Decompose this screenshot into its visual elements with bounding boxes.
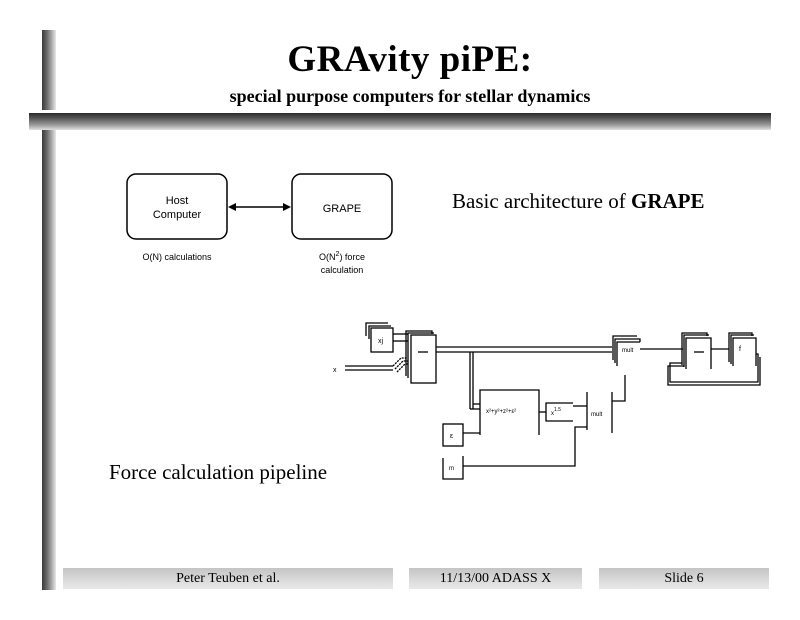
- outer-mult-label: mult: [622, 348, 634, 354]
- grape-complexity-note: O(N2) force: [319, 251, 365, 262]
- power-base: x: [551, 411, 554, 417]
- epsilon-register: [442, 423, 464, 447]
- outer-mult-shadow: [612, 335, 637, 360]
- architecture-diagram: Host Computer GRAPE O(N) calculations O(…: [126, 173, 393, 275]
- pipeline-caption: Force calculation pipeline: [109, 460, 328, 484]
- square-sum-label: x²+y²+z²+ε²: [486, 409, 516, 415]
- footer-slide-number: Slide 6: [599, 568, 769, 589]
- feedback-loop-1: [669, 353, 759, 383]
- decorative-vertical-bar-bottom: [42, 128, 56, 590]
- slide-subtitle: special purpose computers for stellar dy…: [229, 86, 591, 106]
- grape-note-prefix: O(N: [319, 252, 336, 262]
- arrowhead-left-icon: [228, 203, 236, 211]
- xj-register-label: xj: [378, 338, 384, 345]
- grape-note-sup: 2: [336, 251, 340, 258]
- grape-box-label: GRAPE: [323, 203, 362, 215]
- decorative-horizontal-bar: [29, 113, 771, 130]
- pipeline-diagram: xj x x²+y²+z²+ε² ε x1.5: [333, 322, 761, 480]
- inner-mult-label: mult: [591, 412, 603, 418]
- f-register-shadow2: [730, 334, 754, 364]
- mass-register-label: m: [449, 466, 454, 472]
- host-box-line2: Computer: [153, 209, 202, 221]
- outer-mult-shadow2: [614, 338, 641, 363]
- architecture-caption-text: Basic architecture of: [452, 189, 631, 213]
- slide-title: GRAvity piPE:: [287, 39, 533, 80]
- mass-register: [442, 456, 464, 480]
- xj-register: [370, 327, 394, 353]
- subtractor-box: [410, 334, 437, 384]
- acc-adder-shadow2: [683, 334, 709, 367]
- feedback-loop-2: [667, 357, 761, 386]
- f-register-box: [732, 337, 757, 366]
- footer-date-event: 11/13/00 ADASS X: [409, 568, 582, 589]
- architecture-caption-bold: GRAPE: [631, 189, 705, 213]
- wire-xi-fanout: [392, 357, 408, 373]
- power-exponent: 1.5: [554, 407, 561, 413]
- xj-register-shadow2: [368, 325, 391, 339]
- outer-mult-box: [616, 341, 640, 366]
- power-label: x1.5: [551, 407, 561, 417]
- wire-inner-outer: [612, 375, 626, 402]
- subtractor-shadow2: [407, 332, 434, 378]
- arrowhead-right-icon: [283, 203, 291, 211]
- grape-complexity-note-line2: calculation: [321, 265, 364, 275]
- host-box-line1: Host: [166, 195, 189, 207]
- subtractor-shadow: [405, 330, 433, 376]
- wire-mass-mult: [463, 426, 587, 467]
- acc-adder-box: [685, 337, 712, 369]
- epsilon-register-label: ε: [450, 433, 453, 440]
- f-register-label: f: [739, 346, 741, 353]
- grape-box: [291, 173, 393, 240]
- architecture-caption: Basic architecture of GRAPE: [452, 189, 705, 214]
- footer-author: Peter Teuben et al.: [63, 568, 393, 589]
- host-complexity-note: O(N) calculations: [142, 252, 212, 262]
- power-box: [545, 402, 573, 422]
- xj-register-shadow: [365, 322, 388, 336]
- host-computer-box: [126, 173, 228, 240]
- xi-input-label: x: [333, 367, 337, 374]
- decorative-vertical-bar-top: [42, 30, 56, 110]
- grape-note-suffix: ) force: [339, 252, 365, 262]
